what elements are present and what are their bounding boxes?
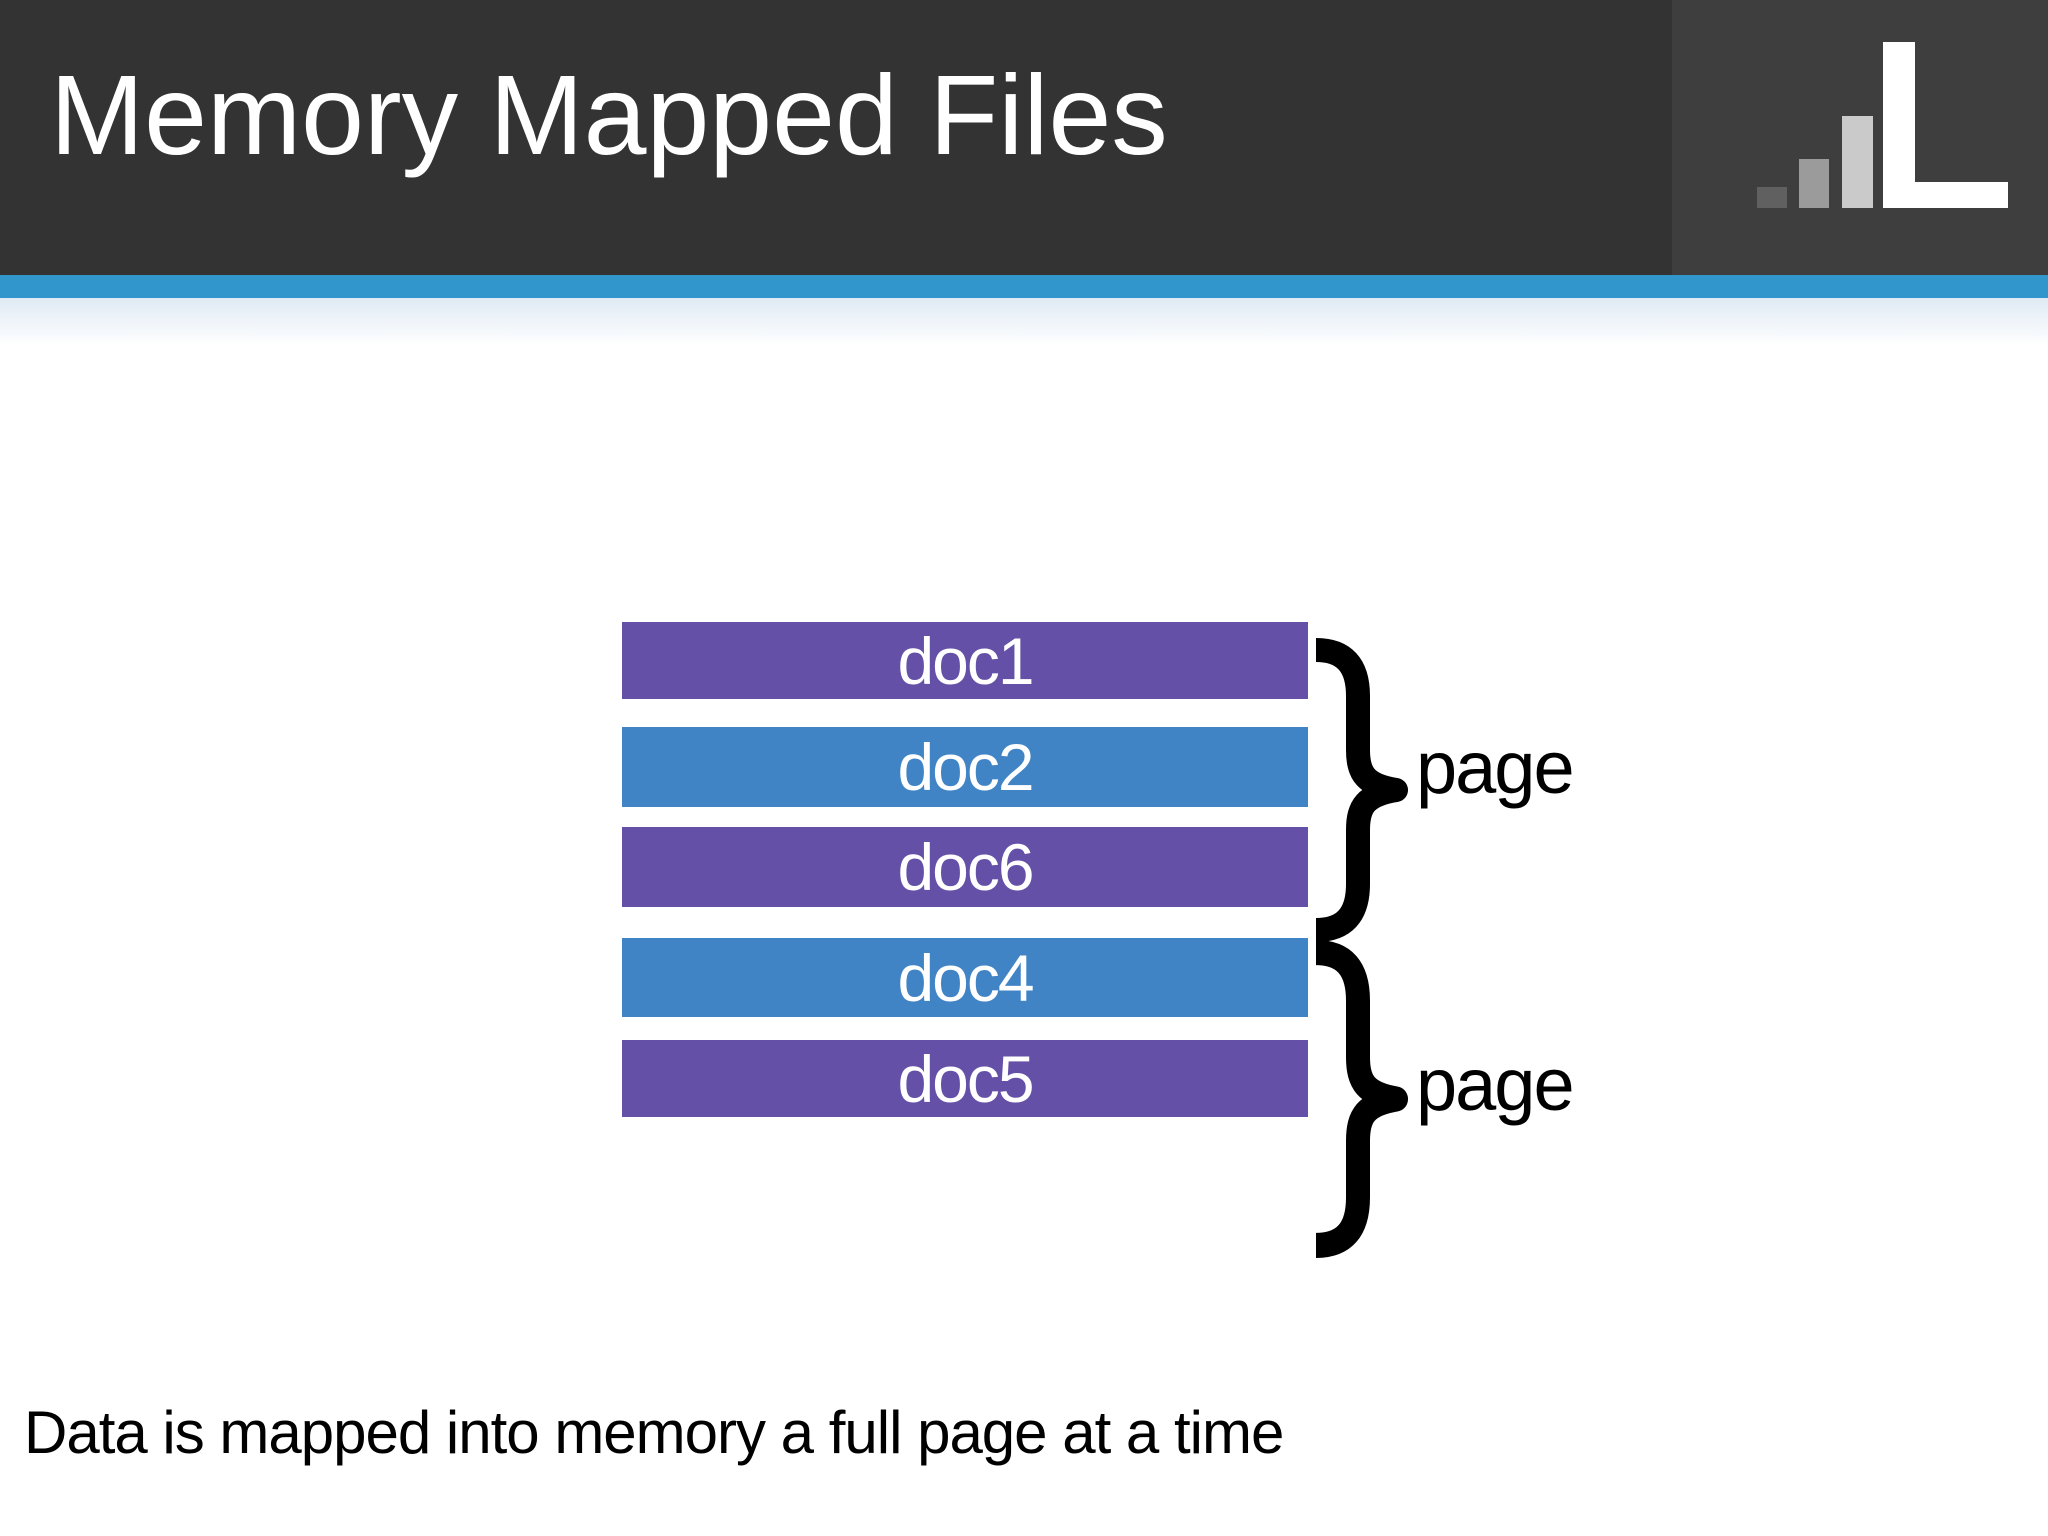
doc-bar-label: doc1 [897,623,1034,698]
logo-panel [1672,0,2048,275]
doc-bar: doc4 [622,938,1308,1017]
doc-bar-label: doc5 [897,1041,1034,1116]
logo-bar-small [1757,187,1787,208]
page-annotation-label: page [1416,1043,1575,1126]
doc-bar: doc1 [622,622,1308,699]
page-annotation-label: page [1416,726,1575,809]
logo-bar-large [1842,116,1873,208]
curly-brace-icon [1315,940,1408,1258]
doc-bar: doc5 [622,1040,1308,1117]
logo-letter-l-foot [1883,182,2008,208]
doc-bar-label: doc6 [897,830,1034,904]
slide-caption: Data is mapped into memory a full page a… [24,1399,1284,1466]
accent-stripe-fade [0,298,2048,346]
accent-stripe [0,275,2048,298]
slide-header: Memory Mapped Files [0,0,2048,275]
logo-letter-l-stem [1883,42,1915,208]
doc-bar-label: doc2 [897,730,1034,804]
page-title: Memory Mapped Files [50,52,1168,178]
doc-bar-label: doc4 [897,940,1034,1015]
doc-bar: doc2 [622,727,1308,807]
logo-bar-medium [1799,159,1829,208]
curly-brace-icon [1315,638,1408,942]
doc-bar: doc6 [622,827,1308,907]
